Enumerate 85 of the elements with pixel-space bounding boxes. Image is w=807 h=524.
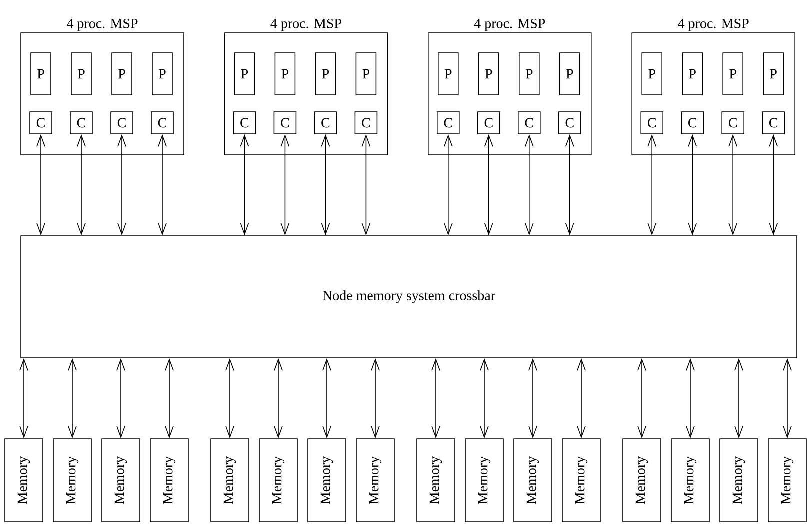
arrow	[577, 358, 586, 439]
arrow	[116, 358, 126, 439]
arrow	[484, 134, 494, 236]
arrow	[688, 134, 697, 236]
processor-box: P	[722, 52, 744, 96]
node-label: 4 proc. MSP	[678, 18, 749, 32]
memory-box: Memory	[514, 438, 552, 522]
processor-box: P	[234, 52, 256, 96]
cache-box: C	[110, 112, 134, 134]
memory-box: Memory	[720, 438, 758, 522]
arrow	[686, 358, 695, 439]
arrow	[432, 358, 440, 439]
memory-box: Memory	[102, 438, 140, 522]
processor-box: P	[356, 52, 377, 96]
cache-box: C	[274, 112, 297, 134]
cache-box: C	[437, 112, 460, 134]
memory-box: Memory	[416, 438, 456, 522]
arrow	[68, 358, 77, 439]
arrow	[158, 134, 167, 236]
processor-box: P	[30, 52, 52, 96]
cache-box: C	[681, 112, 704, 134]
arrow	[728, 134, 738, 236]
arrow	[321, 134, 330, 236]
arrow	[525, 134, 534, 236]
cache-box: C	[151, 112, 174, 134]
arrow	[638, 358, 646, 439]
crossbar-box: Node memory system crossbar	[20, 236, 798, 358]
arrow	[280, 134, 290, 236]
memory-box: Memory	[671, 438, 710, 522]
arrow	[371, 358, 380, 439]
memory-box: Memory	[4, 438, 44, 522]
processor-box: P	[763, 52, 784, 96]
memory-box: Memory	[768, 438, 807, 522]
processor-box: P	[682, 52, 703, 96]
processor-box: P	[274, 52, 296, 96]
arrow	[274, 358, 283, 439]
cache-box: C	[558, 112, 582, 134]
cache-box: C	[518, 112, 541, 134]
processor-box: P	[152, 52, 173, 96]
memory-box: Memory	[622, 438, 662, 522]
cache-box: C	[478, 112, 500, 134]
arrow	[769, 134, 778, 236]
arrow	[648, 134, 656, 236]
node-label: 4 proc. MSP	[474, 18, 546, 32]
arrow	[528, 358, 538, 439]
processor-box: P	[478, 52, 500, 96]
cache-box: C	[30, 112, 52, 134]
arrow	[480, 358, 489, 439]
cache-box: C	[762, 112, 785, 134]
cache-box: C	[722, 112, 744, 134]
cache-box: C	[70, 112, 93, 134]
memory-box: Memory	[465, 438, 504, 522]
arrow	[118, 134, 126, 236]
memory-box: Memory	[356, 438, 395, 522]
arrow	[20, 358, 28, 439]
arrow	[566, 134, 574, 236]
memory-box: Memory	[562, 438, 601, 522]
arrow	[322, 358, 332, 439]
arrow	[734, 358, 744, 439]
arrow	[36, 134, 46, 236]
arrow	[444, 134, 453, 236]
arrow	[226, 358, 234, 439]
processor-box: P	[315, 52, 336, 96]
memory-box: Memory	[150, 438, 189, 522]
arrow	[362, 134, 371, 236]
processor-box: P	[519, 52, 540, 96]
arrow	[783, 358, 792, 439]
cache-box: C	[233, 112, 256, 134]
memory-box: Memory	[53, 438, 92, 522]
arrow	[165, 358, 174, 439]
processor-box: P	[112, 52, 132, 96]
processor-box: P	[71, 52, 92, 96]
cache-box: C	[354, 112, 378, 134]
memory-box: Memory	[308, 438, 346, 522]
arrow	[77, 134, 86, 236]
cache-box: C	[640, 112, 664, 134]
memory-box: Memory	[259, 438, 298, 522]
memory-box: Memory	[210, 438, 250, 522]
arrow	[240, 134, 250, 236]
processor-box: P	[438, 52, 459, 96]
processor-box: P	[560, 52, 580, 96]
cache-box: C	[314, 112, 338, 134]
node-label: 4 proc. MSP	[66, 18, 138, 32]
processor-box: P	[642, 52, 662, 96]
node-label: 4 proc. MSP	[270, 18, 342, 32]
